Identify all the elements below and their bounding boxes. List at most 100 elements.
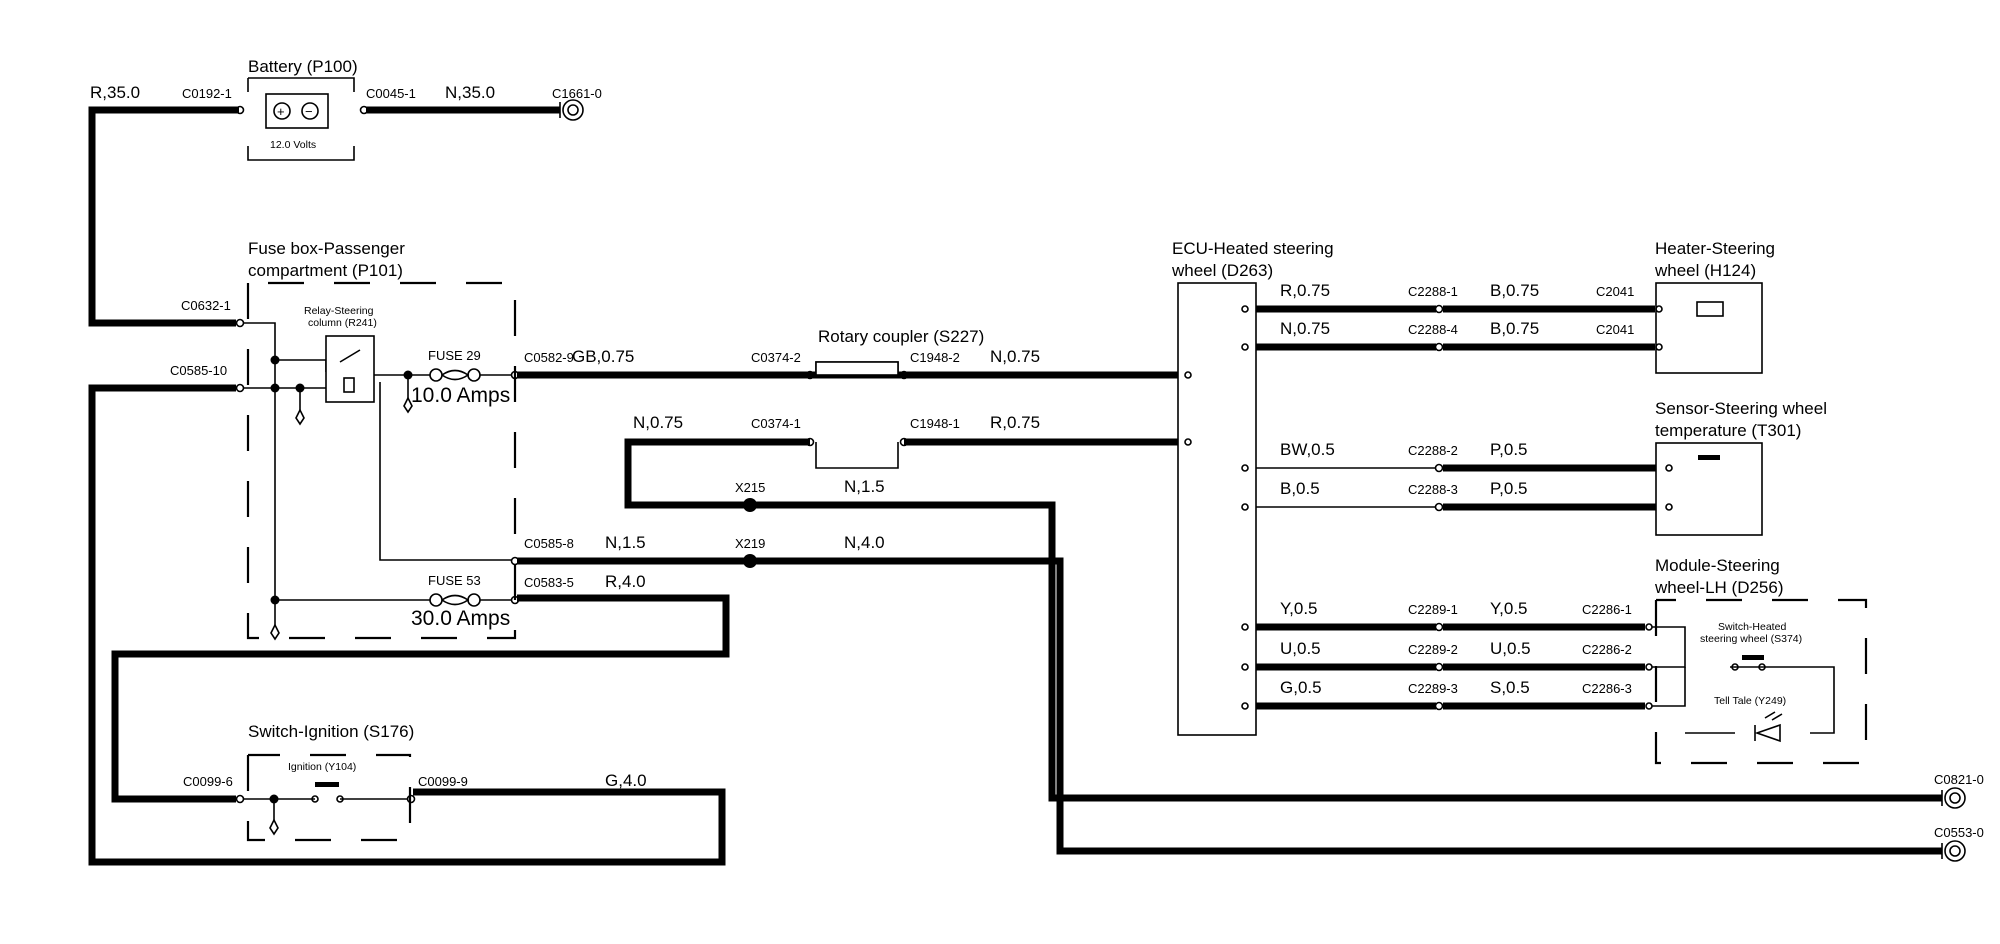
heater-box: [1655, 282, 1763, 374]
rotary-coupler-title: Rotary coupler (S227): [818, 327, 984, 346]
ground-c0821-icon: [1941, 787, 1966, 809]
telltale-label: Tell Tale (Y249): [1714, 695, 1786, 707]
wire-label: N,35.0: [445, 83, 495, 102]
wire-label: N,0.75: [990, 347, 1040, 366]
wire-label: B,0.5: [1280, 479, 1320, 498]
wire-r35: [88, 106, 239, 327]
connector-label: C0192-1: [182, 86, 232, 101]
wire-label: Y,0.5: [1490, 599, 1528, 618]
connector-label: C2286-2: [1582, 642, 1632, 657]
ignition-inner-label: Ignition (Y104): [288, 761, 356, 773]
svg-text:−: −: [305, 104, 313, 119]
connector-label: C2288-3: [1408, 482, 1458, 497]
wire-label: S,0.5: [1490, 678, 1530, 697]
wire-label: N,1.5: [844, 477, 885, 496]
connector-label: C1948-2: [910, 350, 960, 365]
wire-label: G,4.0: [605, 771, 647, 790]
sensor-title-1: Sensor-Steering wheel: [1655, 399, 1827, 418]
module-frame: [1654, 598, 1868, 765]
wire-label: B,0.75: [1490, 281, 1539, 300]
wire-label: N,0.75: [1280, 319, 1330, 338]
wire-n075: [624, 438, 1942, 802]
battery-bracket: [247, 77, 355, 92]
fusebox-frame: [246, 281, 517, 640]
connector-label: C2289-3: [1408, 681, 1458, 696]
wire-label: R,0.75: [1280, 281, 1330, 300]
connector-pins: [235, 105, 1673, 804]
connector-label: C0585-10: [170, 363, 227, 378]
heater-title-2: wheel (H124): [1654, 261, 1756, 280]
fuse53-symbol: [429, 593, 481, 607]
connector-label: C1948-1: [910, 416, 960, 431]
wire-label: R,0.75: [990, 413, 1040, 432]
connector-label: C0583-5: [524, 575, 574, 590]
ecu-row: Y,0.5 C2289-1 Y,0.5 C2286-1: [1280, 599, 1632, 618]
splice-x219: [743, 554, 757, 568]
ecu-row: B,0.5 C2288-3 P,0.5: [1280, 479, 1528, 498]
heater-resistor: [1696, 301, 1724, 317]
wire-n40: [517, 557, 1942, 855]
fusebox-title-2: compartment (P101): [248, 261, 403, 280]
ecu-row: U,0.5 C2289-2 U,0.5 C2286-2: [1280, 639, 1632, 658]
connector-label: C0374-1: [751, 416, 801, 431]
ignition-title: Switch-Ignition (S176): [248, 722, 414, 741]
fuse53-label: FUSE 53: [428, 573, 481, 588]
splice-label: X219: [735, 536, 765, 551]
connector-label: C2288-4: [1408, 322, 1458, 337]
connector-label: C0582-9: [524, 350, 574, 365]
fusebox-title-1: Fuse box-Passenger: [248, 239, 405, 258]
heater-title-1: Heater-Steering: [1655, 239, 1775, 258]
ecu-row: R,0.75 C2288-1 B,0.75 C2041: [1280, 281, 1634, 300]
connector-label: C0045-1: [366, 86, 416, 101]
wire-label: N,0.75: [633, 413, 683, 432]
connector-label: C2041: [1596, 284, 1634, 299]
sensor-title-2: temperature (T301): [1655, 421, 1801, 440]
ground-label: C1661-0: [552, 86, 602, 101]
ecu-row: BW,0.5 C2288-2 P,0.5: [1280, 440, 1528, 459]
module-switch-label-1: Switch-Heated: [1718, 621, 1786, 633]
ground-c1661-icon: [559, 99, 584, 121]
battery-voltage: 12.0 Volts: [270, 139, 316, 151]
wire-label: P,0.5: [1490, 440, 1528, 459]
connector-label: C2289-2: [1408, 642, 1458, 657]
ground-c0553-icon: [1941, 840, 1966, 862]
connector-label: C0099-9: [418, 774, 468, 789]
relay-label-2: column (R241): [308, 317, 377, 329]
telltale-diode: [1754, 711, 1783, 743]
rotary-coupler-box: [815, 361, 899, 376]
ecu-title-1: ECU-Heated steering: [1172, 239, 1334, 258]
fuse29-symbol: [429, 368, 481, 382]
connector-label: C2286-1: [1582, 602, 1632, 617]
connector-label: C0632-1: [181, 298, 231, 313]
connector-label: C2288-2: [1408, 443, 1458, 458]
module-switch-label-2: steering wheel (S374): [1700, 633, 1802, 645]
fuse29-rating: 10.0 Amps: [411, 384, 510, 407]
wire-r40: [111, 594, 730, 803]
splice-label: X215: [735, 480, 765, 495]
ecu-box: [1177, 282, 1257, 736]
ecu-row: G,0.5 C2289-3 S,0.5 C2286-3: [1280, 678, 1632, 697]
connector-label: C2286-3: [1582, 681, 1632, 696]
battery-title: Battery (P100): [248, 57, 358, 76]
module-title-1: Module-Steering: [1655, 556, 1780, 575]
wire-g40: [88, 384, 726, 866]
junctions: [269, 355, 757, 804]
connector-label: C0374-2: [751, 350, 801, 365]
connector-label: C0585-8: [524, 536, 574, 551]
connector-label: C2289-1: [1408, 602, 1458, 617]
splice-x215: [743, 498, 757, 512]
wire-label: P,0.5: [1490, 479, 1528, 498]
wire-label: R,35.0: [90, 83, 140, 102]
connector-label: C2288-1: [1408, 284, 1458, 299]
connector-label: C2041: [1596, 322, 1634, 337]
wire-label: U,0.5: [1490, 639, 1531, 658]
wire-label: BW,0.5: [1280, 440, 1335, 459]
svg-text:+: +: [277, 104, 285, 119]
ecu-row: N,0.75 C2288-4 B,0.75 C2041: [1280, 319, 1634, 338]
wire-label: GB,0.75: [572, 347, 634, 366]
wire-label: R,4.0: [605, 572, 646, 591]
relay-label-1: Relay-Steering: [304, 305, 374, 317]
ground-label: C0553-0: [1934, 825, 1984, 840]
wire-label: N,4.0: [844, 533, 885, 552]
